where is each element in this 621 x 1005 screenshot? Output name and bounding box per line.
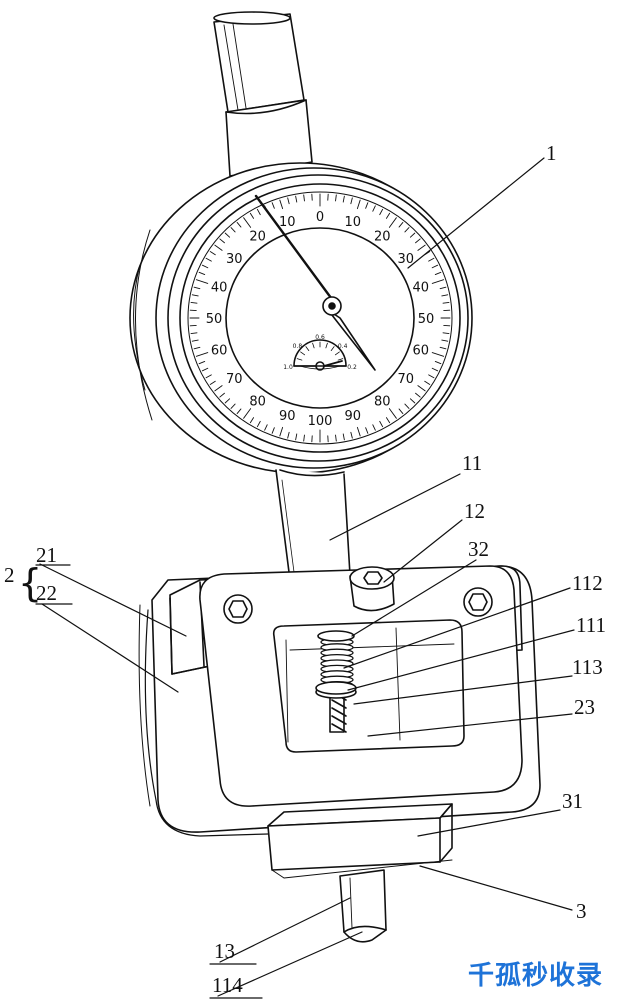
dial-number: 40 bbox=[413, 280, 430, 295]
dial-number: 10 bbox=[344, 215, 361, 230]
label-112: 112 bbox=[572, 571, 603, 595]
set-screw-12 bbox=[350, 567, 394, 611]
spring-window bbox=[274, 620, 464, 752]
dial-number: 50 bbox=[418, 312, 435, 327]
label-21: 21 bbox=[36, 543, 57, 567]
probe-tip-13 bbox=[340, 870, 386, 942]
subdial-number: 0.4 bbox=[338, 343, 348, 350]
dial-number: 80 bbox=[249, 395, 266, 410]
dial-number: 70 bbox=[397, 372, 414, 387]
label-22: 22 bbox=[36, 581, 57, 605]
dial-number: 80 bbox=[374, 395, 391, 410]
dial-number: 50 bbox=[206, 312, 223, 327]
label-23: 23 bbox=[574, 695, 595, 719]
dial-number: 70 bbox=[226, 372, 243, 387]
dial-number: 100 bbox=[308, 414, 333, 429]
label-2: 2 bbox=[4, 563, 15, 587]
subdial-number: 0.8 bbox=[293, 343, 303, 350]
label-11: 11 bbox=[462, 451, 482, 475]
label-13: 13 bbox=[214, 939, 235, 963]
label-3: 3 bbox=[576, 899, 587, 923]
label-31: 31 bbox=[562, 789, 583, 813]
subdial-number: 0.6 bbox=[315, 334, 325, 341]
label-12: 12 bbox=[464, 499, 485, 523]
dial-number: 10 bbox=[279, 215, 296, 230]
label-113: 113 bbox=[572, 655, 603, 679]
dial-number: 60 bbox=[413, 344, 430, 359]
dial-number: 30 bbox=[226, 252, 243, 267]
dial-number: 20 bbox=[249, 229, 266, 244]
dial-number: 90 bbox=[344, 409, 361, 424]
top-spindle bbox=[214, 12, 312, 176]
label-32: 32 bbox=[468, 537, 489, 561]
stem-11 bbox=[276, 470, 350, 580]
watermark-logo: 千孤秒收录 bbox=[468, 955, 603, 992]
dial-number: 0 bbox=[316, 210, 324, 225]
dial-number: 40 bbox=[211, 280, 228, 295]
label-1: 1 bbox=[546, 141, 557, 165]
dial-number: 20 bbox=[374, 229, 391, 244]
label-114: 114 bbox=[212, 973, 243, 997]
subdial-number: 0.2 bbox=[347, 364, 357, 371]
dial-number: 60 bbox=[211, 344, 228, 359]
label-111: 111 bbox=[576, 613, 606, 637]
subdial-number: 1.0 bbox=[283, 364, 293, 371]
dial-number: 90 bbox=[279, 409, 296, 424]
